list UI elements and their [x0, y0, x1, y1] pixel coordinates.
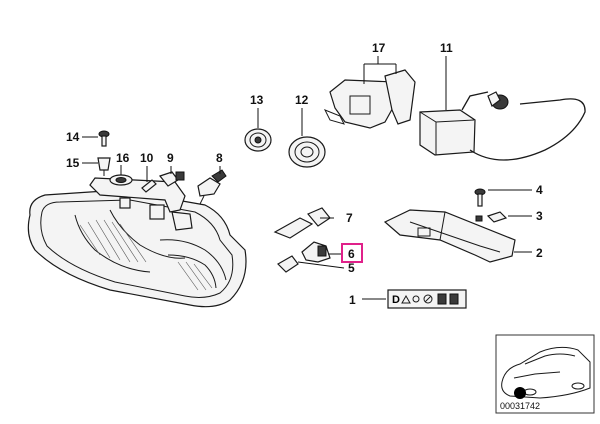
bracket-part-2 [383, 209, 516, 263]
callout-13: 13 [250, 93, 264, 107]
callout-8: 8 [216, 151, 223, 165]
callout-5: 5 [348, 261, 355, 275]
cover-cap-part-13 [244, 128, 272, 152]
callout-14: 14 [66, 130, 80, 144]
screw-part-4 [474, 188, 486, 207]
callout-3: 3 [536, 209, 543, 223]
callout-1: 1 [349, 293, 356, 307]
bulb-part-7 [273, 207, 331, 239]
clip-part-15 [97, 157, 111, 176]
callout-9: 9 [167, 151, 174, 165]
callout-6: 6 [348, 247, 355, 261]
bulb-holder-part-8 [197, 169, 227, 205]
screw-part-14 [98, 130, 110, 147]
callout-2: 2 [536, 246, 543, 260]
callout-10: 10 [140, 151, 154, 165]
bracket-part-17 [323, 69, 416, 129]
grommet-part-16 [109, 174, 133, 186]
callout-numbers: 17 11 13 12 14 15 16 10 9 8 7 4 3 2 5 1 … [66, 41, 543, 307]
callout-15: 15 [66, 156, 80, 170]
location-marker [514, 387, 526, 399]
label-plate-text: D [392, 294, 400, 306]
bulb-part-5 [277, 255, 299, 273]
callout-4: 4 [536, 183, 543, 197]
control-unit-part-11 [419, 91, 586, 161]
leader-lines [82, 56, 532, 300]
warning-label-part-1: D [387, 289, 467, 309]
callout-6-highlight [341, 243, 363, 263]
car-location-thumbnail: 00031742 [495, 334, 595, 414]
bulb-part-10 [141, 179, 157, 193]
callout-16: 16 [116, 151, 130, 165]
catalog-number: 00031742 [500, 401, 540, 411]
bulb-socket-part-9 [158, 171, 185, 187]
cover-cap-part-12 [288, 136, 326, 168]
callout-17: 17 [372, 41, 386, 55]
callout-7: 7 [346, 211, 353, 225]
headlight-housing [27, 177, 247, 308]
callout-11: 11 [440, 41, 453, 55]
nut-part-3 [475, 211, 508, 223]
callout-12: 12 [295, 93, 309, 107]
bulb-part-6 [301, 241, 331, 263]
